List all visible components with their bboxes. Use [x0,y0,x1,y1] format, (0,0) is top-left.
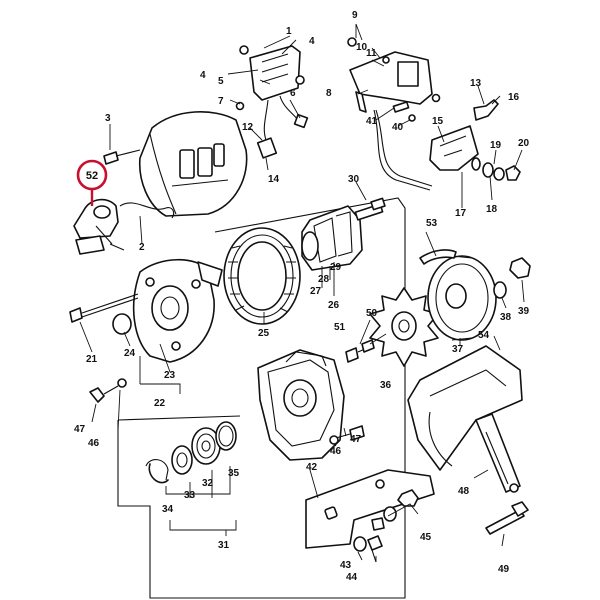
pulley-37 [427,255,497,341]
callout-5: 5 [218,76,224,87]
callout-25: 25 [258,328,270,339]
callout-54: 54 [478,330,490,341]
callout-28: 28 [318,274,330,285]
callout-9: 9 [352,10,358,21]
callout-43: 43 [340,560,352,571]
screw-3 [103,149,141,165]
terminal-assembly-group [347,37,521,191]
rotor-assembly [301,197,386,271]
callout-24: 24 [124,348,136,359]
highlight-ring [76,159,108,191]
callout-14: 14 [268,174,280,185]
adjusting-arm-48 [475,413,521,493]
fan-36 [369,287,439,367]
callout-4a: 4 [309,36,315,47]
callout-39: 39 [518,306,530,317]
callout-32: 32 [202,478,214,489]
callout-20: 20 [518,138,530,149]
callout-31: 31 [218,540,230,551]
callout-7: 7 [218,96,224,107]
callout-13: 13 [470,78,482,89]
belt-guard-53 [419,249,457,265]
fasteners-45 [371,489,419,531]
callout-27: 27 [310,286,322,297]
bolt-50 [361,339,375,353]
callout-17: 17 [455,208,467,219]
callout-46a: 46 [88,438,100,449]
rear-housing [138,111,248,217]
callout-46b: 46 [330,446,342,457]
through-bolt-21 [69,293,139,323]
callout-50: 50 [366,308,378,319]
o-ring-24 [112,313,132,335]
callout-41: 41 [366,116,378,127]
screw-47-right [329,425,365,445]
callout-8: 8 [326,88,332,99]
assembly-bracket-line [117,197,406,599]
screw-47-left [89,378,127,403]
callout-18: 18 [486,204,498,215]
nut-39 [509,257,531,279]
callout-2: 2 [139,242,145,253]
callout-10: 10 [356,42,368,53]
drive-end-housing [257,349,345,461]
callout-23: 23 [164,370,176,381]
callout-3: 3 [105,113,111,124]
callout-15: 15 [432,116,444,127]
callout-38: 38 [500,312,512,323]
callout-40: 40 [392,122,404,133]
callout-1: 1 [286,26,292,37]
spring-clip-2 [119,202,175,219]
callout-44: 44 [346,572,358,583]
callout-11: 11 [366,48,377,59]
callout-26: 26 [328,300,340,311]
callout-labels: 1 2 3 4 4 5 6 7 8 9 10 11 12 13 14 15 16… [74,10,530,583]
callout-47b: 47 [350,434,362,445]
callout-33: 33 [184,490,196,501]
regulator-bracket-group [235,45,309,159]
callout-34: 34 [162,504,174,515]
bearing-stack [145,421,237,484]
bolt-49 [485,501,529,535]
assembly-bracket-line [117,415,241,421]
callout-49: 49 [498,564,510,575]
callout-35: 35 [228,468,240,479]
front-housing [132,259,223,363]
callout-47a: 47 [74,424,86,435]
callout-30: 30 [348,174,360,185]
callout-6: 6 [290,88,296,99]
callout-4b: 4 [200,70,206,81]
callout-21: 21 [86,354,98,365]
callout-22: 22 [154,398,166,409]
callout-29: 29 [330,262,342,273]
callout-42: 42 [306,462,318,473]
callout-53: 53 [426,218,438,229]
bolt-44 [353,535,383,563]
callout-45: 45 [420,532,432,543]
mounting-bracket-42 [305,469,435,549]
callout-51: 51 [334,322,346,333]
callout-12: 12 [242,122,254,133]
highlighted-callout-52: 52 [76,159,108,206]
callout-37: 37 [452,344,464,355]
callout-19: 19 [490,140,502,151]
callout-48: 48 [458,486,470,497]
highlight-label: 52 [86,170,98,182]
leader-lines [79,23,525,562]
washer-38 [493,281,507,299]
brush-holder-52 [73,198,125,255]
callout-36: 36 [380,380,392,391]
callout-16: 16 [508,92,520,103]
stator-25 [223,227,301,325]
